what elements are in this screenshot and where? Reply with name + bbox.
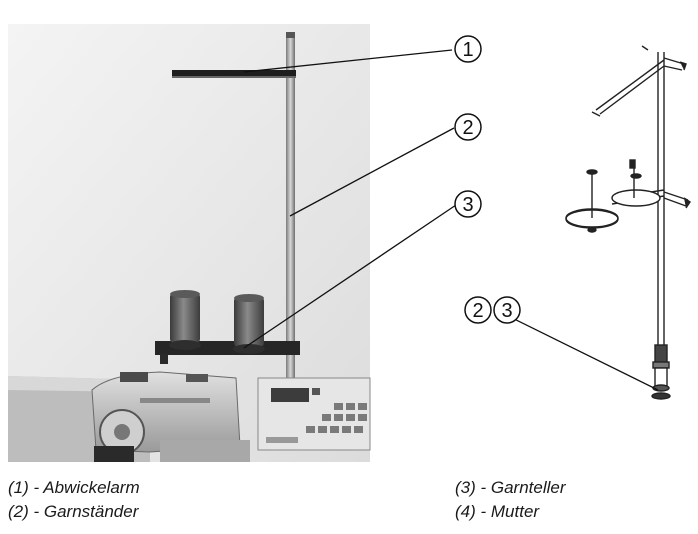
control-panel-label-strip	[266, 437, 298, 443]
leader-1	[243, 49, 453, 73]
callout-4-label: 2	[472, 300, 483, 322]
leader-4	[499, 311, 659, 391]
drawing-nut	[651, 344, 671, 400]
thread-cone-right	[233, 294, 265, 354]
thread-cone-left	[169, 290, 201, 350]
photo-panel	[8, 24, 371, 462]
callout-3-label: 3	[462, 194, 473, 216]
legend: (1) - Abwickelarm (2) - Garnständer (3) …	[8, 478, 567, 521]
pole-cap	[286, 32, 295, 38]
control-panel	[257, 377, 371, 451]
drawing-spool-disc-left	[565, 169, 619, 233]
callout-2: 2	[454, 113, 482, 141]
drawing-spool-disc-right	[611, 159, 661, 207]
callout-3: 3	[454, 190, 482, 218]
technical-drawing	[565, 45, 691, 400]
unwinding-arm-shadow	[172, 76, 296, 78]
callout-1: 1	[454, 35, 482, 63]
unwinding-arm	[172, 70, 296, 77]
control-panel-buttons	[306, 403, 367, 433]
thread-stand-pole	[286, 34, 295, 404]
control-panel-display	[271, 388, 309, 402]
callout-2-label: 2	[462, 117, 473, 139]
sewing-machine	[8, 371, 250, 462]
leader-2	[289, 127, 455, 217]
callout-5: 3	[493, 296, 521, 324]
spool-plate-foot	[160, 354, 168, 364]
drawing-unwinding-arm	[591, 59, 665, 117]
leader-3	[243, 204, 457, 349]
legend-item-mutter: (4) - Mutter	[455, 502, 540, 521]
callout-4: 2	[464, 296, 492, 324]
callout-1-label: 1	[462, 39, 473, 61]
legend-item-garnstaender: (2) - Garnständer	[8, 502, 140, 521]
legend-item-abwickelarm: (1) - Abwickelarm	[8, 478, 140, 497]
legend-item-garnteller: (3) - Garnteller	[455, 478, 567, 497]
callout-5-label: 3	[501, 300, 512, 322]
callout-leaders	[243, 49, 659, 391]
